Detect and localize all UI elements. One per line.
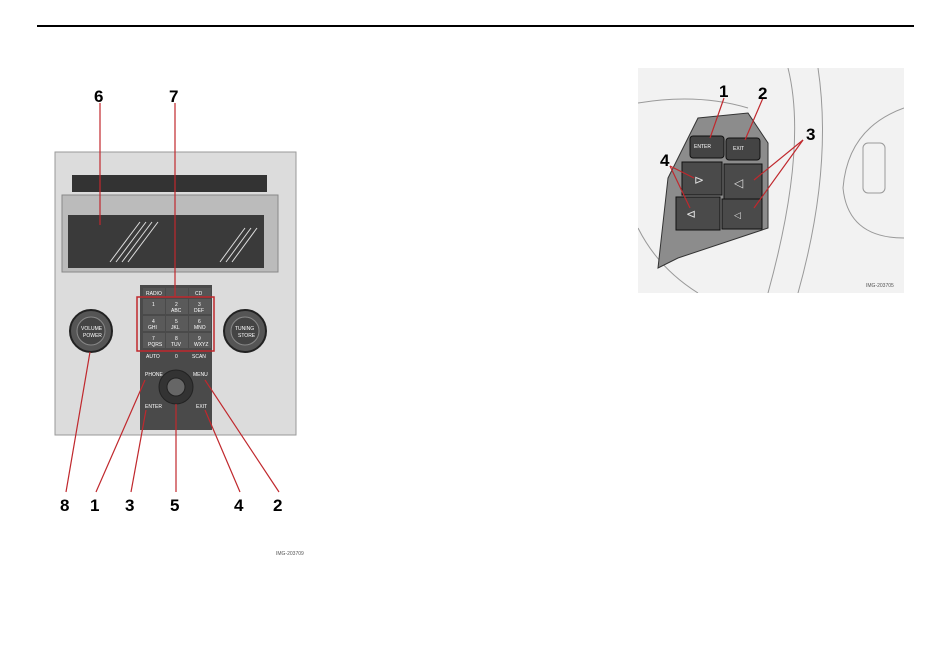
digit-key: [143, 333, 165, 348]
key-radio: RADIO: [146, 291, 162, 297]
nav-center-button: [166, 377, 186, 397]
callout-3: 3: [806, 125, 815, 144]
key-enter: ENTER: [145, 404, 162, 410]
callout-4: 4: [660, 151, 670, 170]
enter-button: [689, 135, 725, 159]
svg-text:VOLUME: VOLUME: [81, 326, 103, 332]
display-screen: [68, 215, 264, 268]
speaker-soft-icon: ◁: [734, 210, 741, 220]
digit-key-label: 5: [175, 319, 178, 325]
image-code: IMG-203709: [276, 551, 304, 557]
callout-2: 2: [273, 496, 282, 515]
key-0: 0: [175, 354, 178, 360]
key-exit: EXIT: [196, 404, 207, 410]
callout-1: 1: [719, 82, 728, 101]
svg-text:EXIT: EXIT: [733, 146, 744, 152]
svg-text:STORE: STORE: [238, 333, 256, 339]
next-button: [681, 161, 723, 196]
digit-key-label: JKL: [171, 325, 180, 331]
volume-down-button: [721, 198, 763, 230]
digit-key-label: WXYZ: [194, 342, 208, 348]
digit-key-label: 1: [152, 302, 155, 308]
key-menu: MENU: [193, 372, 208, 378]
digit-key-label: 7: [152, 336, 155, 342]
digit-key-label: DEF: [194, 308, 204, 314]
digit-key-label: ABC: [171, 308, 182, 314]
previous-icon: ⊲: [686, 207, 696, 221]
header-rule: [37, 25, 914, 27]
svg-text:ENTER: ENTER: [694, 144, 711, 150]
digit-key-label: PQRS: [148, 342, 163, 348]
cd-slot: [72, 175, 267, 192]
digit-key: [143, 316, 165, 331]
exit-button: [725, 137, 761, 161]
digit-key: [166, 299, 188, 314]
previous-button: [675, 196, 721, 231]
key-scan: SCAN: [192, 354, 206, 360]
callout-2: 2: [758, 84, 767, 103]
callout-8: 8: [60, 496, 69, 515]
volume-up-button: [723, 163, 763, 200]
digit-key: [189, 316, 211, 331]
digit-key-label: 2: [175, 302, 178, 308]
digit-key-label: GHI: [148, 325, 157, 331]
key-phone: PHONE: [145, 372, 163, 378]
svg-text:TUNING: TUNING: [235, 326, 254, 332]
digit-key-label: TUV: [171, 342, 182, 348]
digit-key-label: MNO: [194, 325, 206, 331]
key-auto: AUTO: [146, 354, 160, 360]
callout-4: 4: [234, 496, 244, 515]
digit-key-label: 9: [198, 336, 201, 342]
digit-key: [189, 333, 211, 348]
steering-wheel-keypad-illustration: ENTER EXIT ⊳ ◁ ⊲ ◁ 1 2 3 4 IMG-203705: [638, 68, 904, 293]
callout-1: 1: [90, 496, 99, 515]
next-icon: ⊳: [694, 173, 704, 187]
callout-7: 7: [169, 87, 178, 106]
digit-key-label: 8: [175, 336, 178, 342]
callout-3: 3: [125, 496, 134, 515]
speaker-loud-icon: ◁: [734, 176, 744, 190]
digit-key-label: 6: [198, 319, 201, 325]
digit-key-label: 3: [198, 302, 201, 308]
callout-5: 5: [170, 496, 179, 515]
callout-lines: [65, 103, 280, 493]
digit-key: [189, 299, 211, 314]
digit-key: [166, 316, 188, 331]
digit-key-label: 4: [152, 319, 155, 325]
digit-key: [143, 299, 165, 314]
svg-text:POWER: POWER: [83, 333, 102, 339]
callout-6: 6: [94, 87, 103, 106]
digit-key: [166, 333, 188, 348]
image-code: IMG-203705: [866, 283, 894, 289]
key-cd: CD: [195, 291, 203, 297]
